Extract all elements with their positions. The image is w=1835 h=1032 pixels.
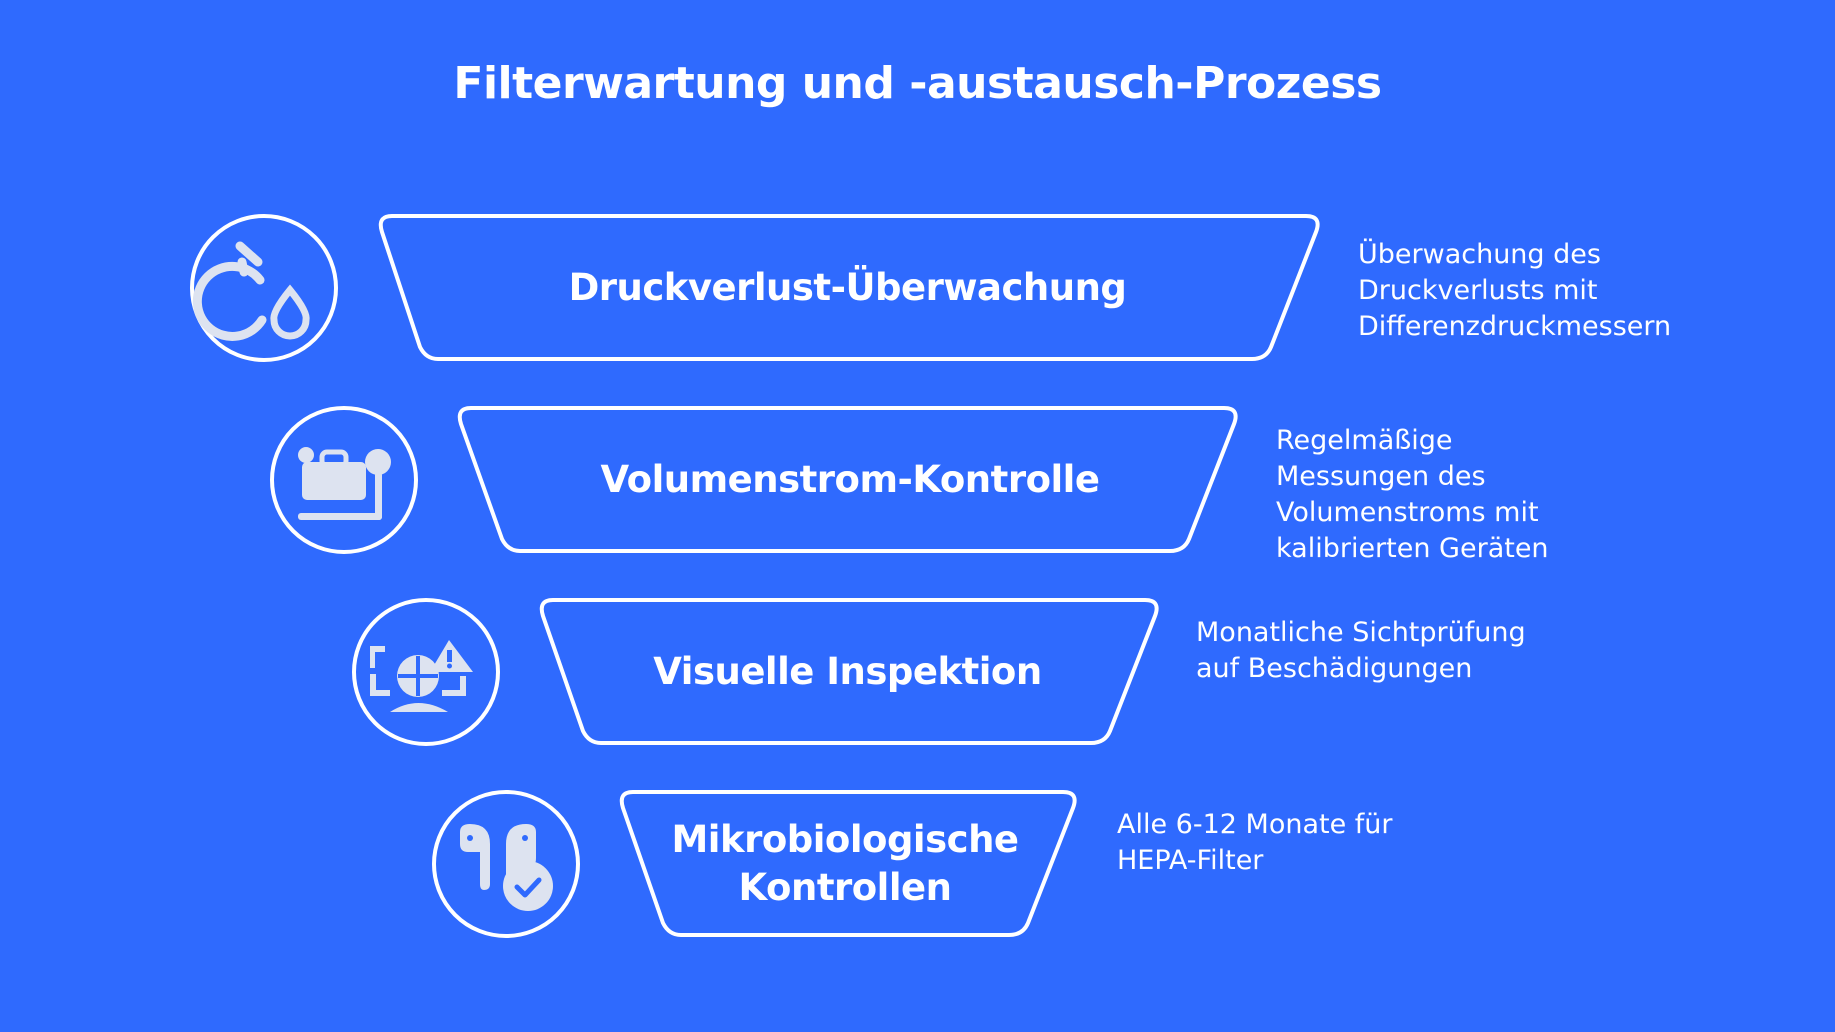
description-line: auf Beschädigungen <box>1196 653 1473 684</box>
description-line: HEPA-Filter <box>1117 845 1264 876</box>
funnel-stage-3 <box>539 598 1159 745</box>
description-line: Monatliche Sichtprüfung <box>1196 617 1526 648</box>
stage-description-4: Alle 6-12 Monate für HEPA-Filter <box>1117 807 1393 879</box>
stage-description-3: Monatliche Sichtprüfung auf Beschädigung… <box>1196 615 1526 687</box>
description-line: kalibrierten Geräten <box>1276 533 1549 564</box>
description-line: Volumenstroms mit <box>1276 497 1539 528</box>
gauge-drop-icon <box>192 241 310 341</box>
stage-description-2: Regelmäßige Messungen des Volumenstroms … <box>1276 423 1549 567</box>
icon-circle-1 <box>190 214 338 362</box>
inspection-warning-icon <box>370 640 473 712</box>
stage-label-1: Druckverlust-Überwachung <box>568 265 1127 309</box>
stage-description-1: Überwachung des Druckverlusts mit Differ… <box>1358 237 1671 345</box>
check-badge-icon <box>460 824 553 911</box>
description-line: Druckverlusts mit <box>1358 275 1598 306</box>
page-title: Filterwartung und -austausch-Prozess <box>453 58 1382 109</box>
flow-meter-icon <box>298 447 391 520</box>
stage-label-4: Mikrobiologische Kontrollen <box>671 817 1019 909</box>
icon-circle-4 <box>432 790 580 938</box>
description-line: Alle 6-12 Monate für <box>1117 809 1393 840</box>
description-line: Messungen des <box>1276 461 1486 492</box>
funnel-stage-4 <box>619 790 1077 937</box>
funnel-stage-1 <box>378 214 1320 361</box>
description-line: Überwachung des <box>1358 239 1601 270</box>
icon-circle-3 <box>352 598 500 746</box>
stage-label-2: Volumenstrom-Kontrolle <box>600 457 1100 501</box>
description-line: Regelmäßige <box>1276 425 1453 456</box>
icon-circle-2 <box>270 406 418 554</box>
description-line: Differenzdruckmessern <box>1358 311 1672 342</box>
funnel-stage-2 <box>457 406 1238 553</box>
stage-label-3: Visuelle Inspektion <box>653 649 1042 693</box>
